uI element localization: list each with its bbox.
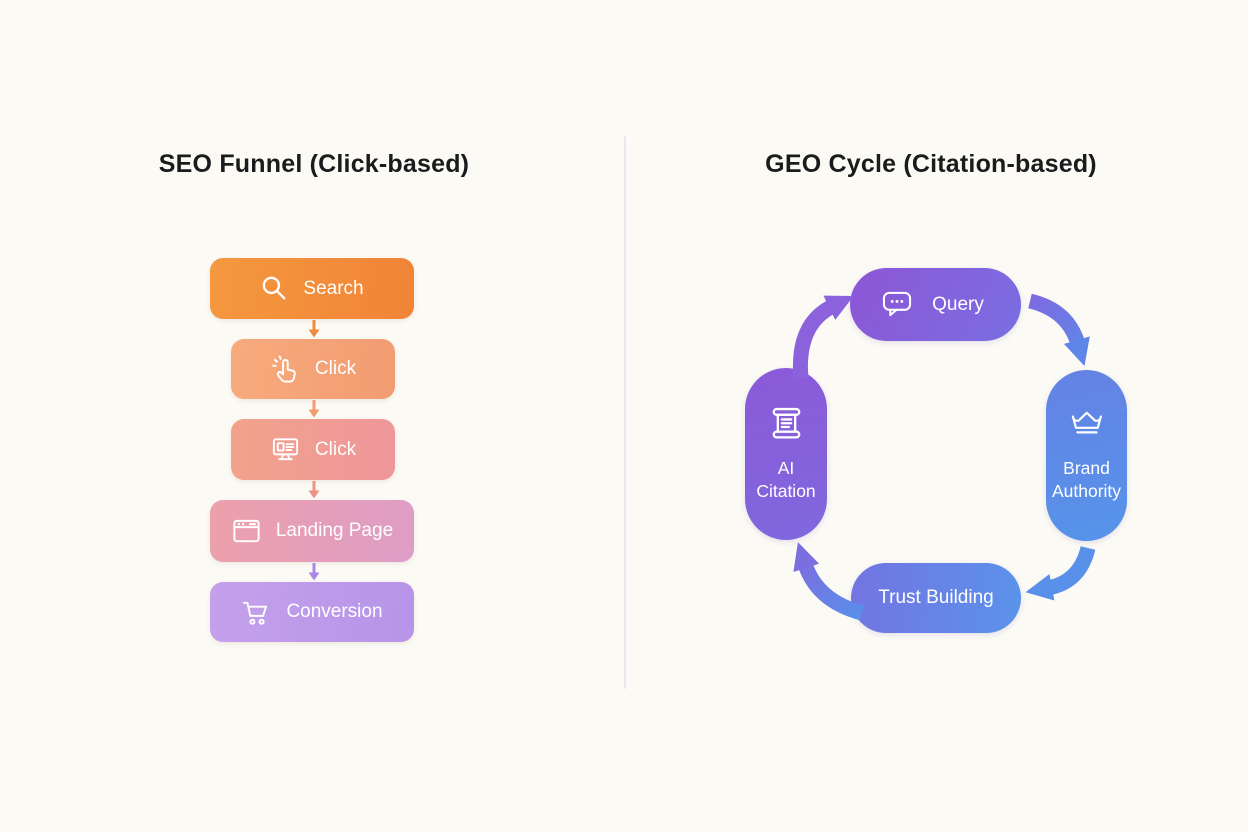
cycle-node-ai-citation: AI Citation bbox=[745, 368, 827, 540]
funnel-step-label: Click bbox=[314, 438, 357, 460]
funnel-step-click-2: Click bbox=[231, 419, 395, 480]
funnel-connector-arrow bbox=[308, 400, 320, 418]
funnel-step-landing-page: Landing Page bbox=[210, 500, 414, 562]
browser-icon bbox=[233, 519, 260, 542]
funnel-step-search: Search bbox=[210, 258, 414, 319]
scroll-icon bbox=[772, 408, 800, 439]
funnel-step-click-1: Click bbox=[231, 339, 395, 399]
vertical-divider bbox=[624, 136, 626, 689]
cycle-node-brand-authority: Brand Authority bbox=[1046, 370, 1127, 541]
cycle-node-query: Query bbox=[850, 268, 1021, 341]
funnel-connector-arrow bbox=[308, 320, 320, 338]
tap-icon bbox=[272, 354, 296, 383]
crown-icon bbox=[1071, 411, 1102, 434]
funnel-step-label: Landing Page bbox=[275, 520, 394, 541]
cycle-node-label: Brand Authority bbox=[1051, 458, 1122, 501]
arrow-query-to-brand bbox=[1028, 293, 1090, 367]
cycle-node-label: Query bbox=[932, 293, 984, 315]
funnel-connector-arrow bbox=[308, 563, 320, 581]
funnel-step-label: Search bbox=[303, 277, 364, 299]
cycle-node-label: Trust Building bbox=[878, 587, 994, 608]
funnel-step-label: Click bbox=[314, 358, 357, 379]
funnel-connector-arrow bbox=[308, 481, 320, 499]
seo-funnel-title: SEO Funnel (Click-based) bbox=[158, 150, 470, 178]
monitor-icon bbox=[272, 438, 298, 461]
funnel-step-conversion: Conversion bbox=[210, 582, 414, 642]
arrow-citation-to-query bbox=[792, 295, 854, 380]
geo-cycle-title: GEO Cycle (Citation-based) bbox=[765, 150, 1097, 178]
cycle-node-label: AI Citation bbox=[756, 458, 816, 501]
cart-icon bbox=[243, 601, 268, 625]
search-icon bbox=[263, 276, 286, 300]
funnel-step-label: Conversion bbox=[286, 601, 383, 622]
chat-bubble-icon bbox=[883, 291, 912, 317]
cycle-node-trust-building: Trust Building bbox=[851, 563, 1021, 633]
arrow-brand-to-trust bbox=[1025, 545, 1096, 601]
